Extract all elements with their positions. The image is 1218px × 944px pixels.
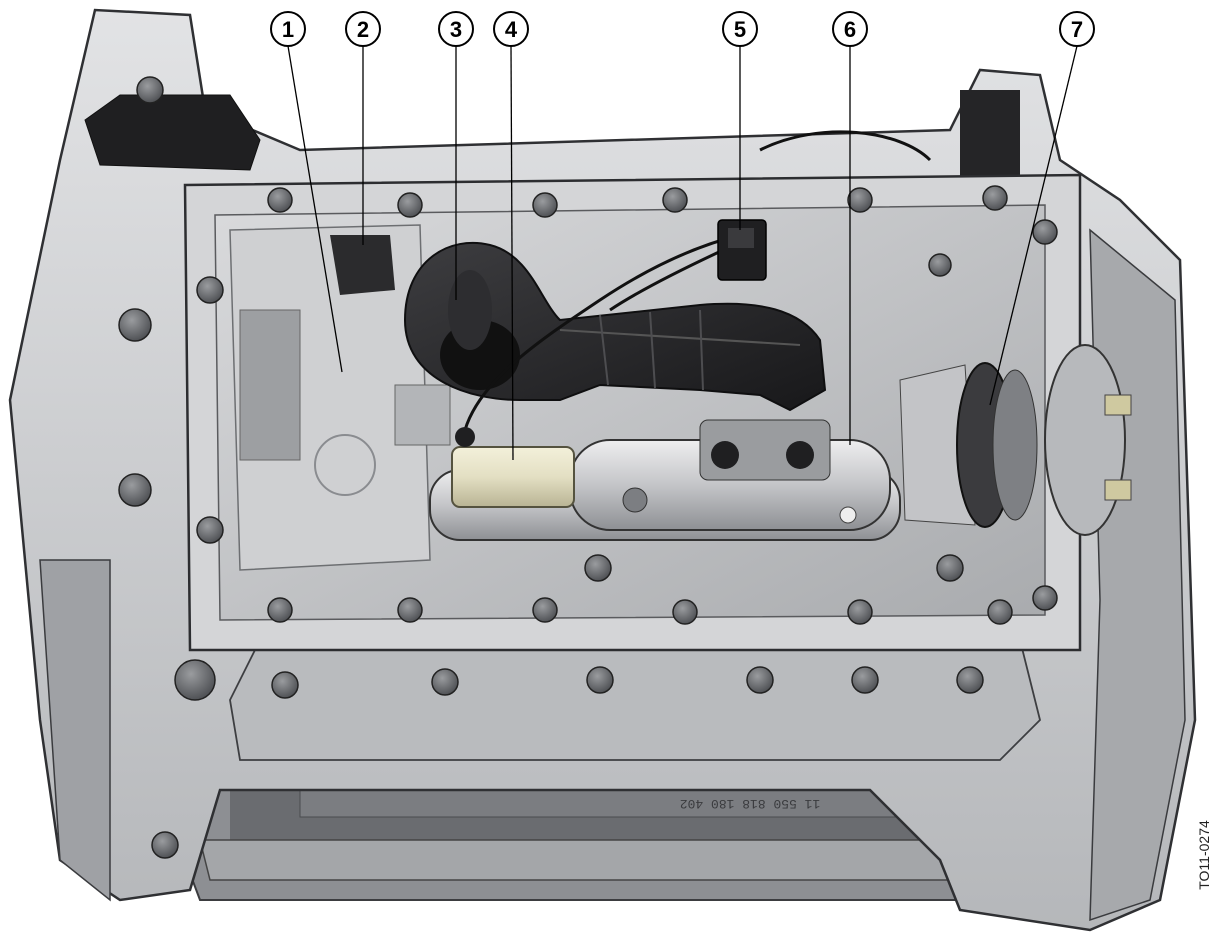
callout-4: 4 [493, 11, 529, 47]
oil-deflector [403, 241, 827, 412]
leader-lines [287, 45, 1078, 461]
callout-2: 2 [345, 11, 381, 47]
callout-5: 5 [722, 11, 758, 47]
flange-bolts [118, 76, 1058, 859]
callout-label: 1 [282, 17, 294, 42]
callout-label: 2 [357, 17, 369, 42]
callout-label: 4 [505, 17, 518, 42]
solenoid-actuator [429, 419, 901, 541]
callout-label: 7 [1071, 17, 1083, 42]
callout-3: 3 [438, 11, 474, 47]
callout-1: 1 [270, 11, 306, 47]
callout-label: 3 [450, 17, 462, 42]
figure-code-text: TO11-0274 [1196, 820, 1212, 890]
vacuum-pump [899, 344, 1132, 536]
figure-code: TO11-0274 [1194, 782, 1214, 932]
callout-7: 7 [1059, 11, 1095, 47]
camshaft-sensor [717, 219, 767, 281]
callout-label: 6 [844, 17, 856, 42]
callout-6: 6 [832, 11, 868, 47]
casting-engraving: 11 550 818 180 402 [680, 796, 820, 811]
callout-label: 5 [734, 17, 746, 42]
